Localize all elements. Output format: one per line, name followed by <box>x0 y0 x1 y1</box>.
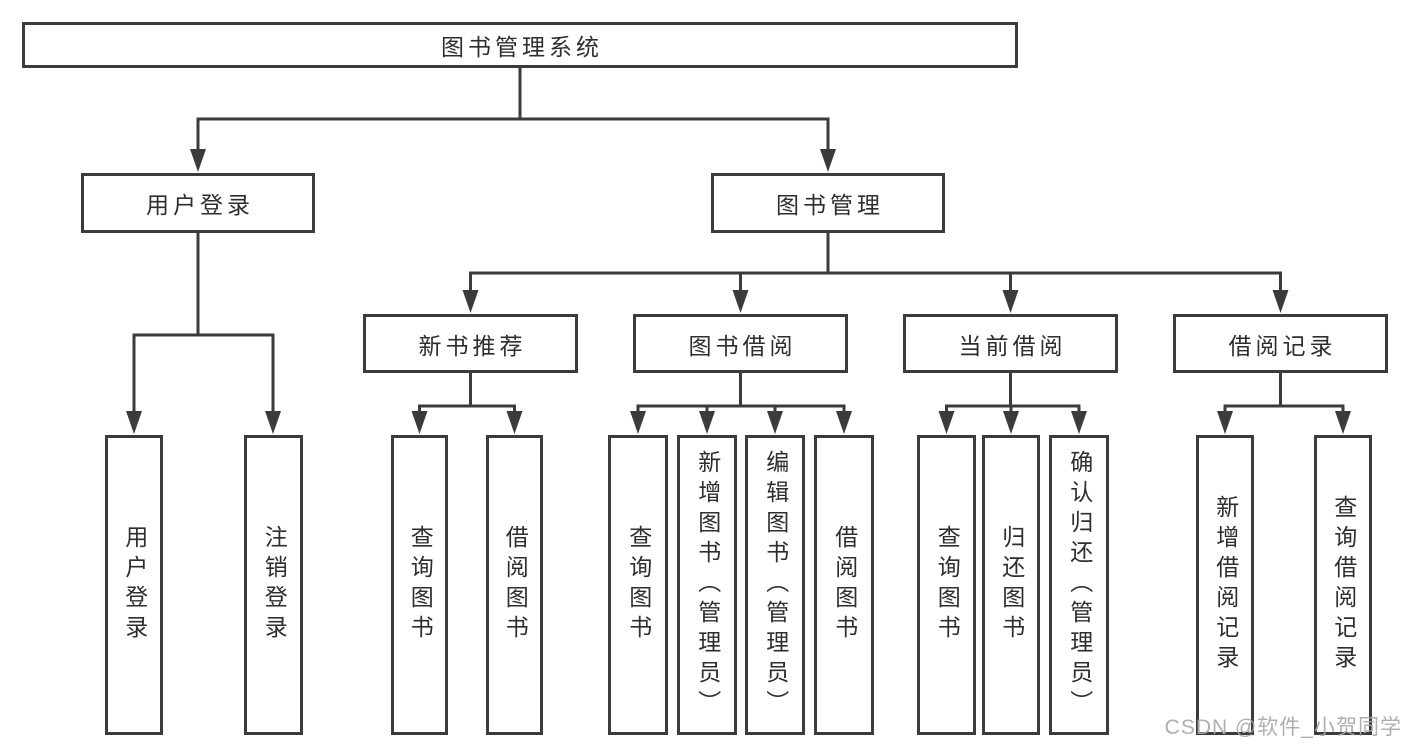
leaf-query-books-borrowing-label: 查询图书 <box>625 525 652 645</box>
leaf-user-login: 用户登录 <box>105 435 163 735</box>
leaf-query-borrow-record-label: 查询借阅记录 <box>1330 495 1357 675</box>
node-user-login: 用户登录 <box>81 173 315 233</box>
node-library-management-system: 图书管理系统 <box>22 22 1018 68</box>
leaf-borrow-books-recommendation-label: 借阅图书 <box>502 525 529 645</box>
leaf-return-books-label: 归还图书 <box>998 525 1025 645</box>
leaf-query-books-recommendation: 查询图书 <box>391 435 448 735</box>
leaf-add-borrow-record-label: 新增借阅记录 <box>1212 495 1239 675</box>
node-new-book-recommendation: 新书推荐 <box>363 314 578 373</box>
csdn-watermark: CSDN @软件_小贺同学 <box>1164 716 1402 739</box>
leaf-logout: 注销登录 <box>244 435 303 735</box>
leaf-edit-books-admin: 编辑图书（管理员） <box>745 435 805 735</box>
leaf-add-books-admin: 新增图书（管理员） <box>677 435 737 735</box>
leaf-query-books-current-label: 查询图书 <box>934 525 961 645</box>
leaf-query-books-borrowing: 查询图书 <box>608 435 668 735</box>
leaf-edit-books-admin-label: 编辑图书（管理员） <box>762 450 789 720</box>
leaf-query-books-current: 查询图书 <box>917 435 976 735</box>
leaf-return-books: 归还图书 <box>982 435 1040 735</box>
node-book-management: 图书管理 <box>711 173 945 233</box>
leaf-add-borrow-record: 新增借阅记录 <box>1196 435 1254 735</box>
leaf-logout-label: 注销登录 <box>261 525 288 645</box>
node-book-borrowing: 图书借阅 <box>633 314 848 373</box>
leaf-add-books-admin-label: 新增图书（管理员） <box>694 450 721 720</box>
leaf-confirm-return-admin-label: 确认归还（管理员） <box>1066 450 1093 720</box>
leaf-borrow-books-label: 借阅图书 <box>831 525 858 645</box>
leaf-confirm-return-admin: 确认归还（管理员） <box>1049 435 1109 735</box>
leaf-query-books-recommendation-label: 查询图书 <box>407 525 434 645</box>
leaf-query-borrow-record: 查询借阅记录 <box>1314 435 1372 735</box>
leaf-borrow-books-recommendation: 借阅图书 <box>486 435 543 735</box>
leaf-borrow-books: 借阅图书 <box>814 435 874 735</box>
node-borrowing-records: 借阅记录 <box>1173 314 1388 373</box>
node-current-borrowing: 当前借阅 <box>903 314 1118 373</box>
leaf-user-login-label: 用户登录 <box>121 525 148 645</box>
